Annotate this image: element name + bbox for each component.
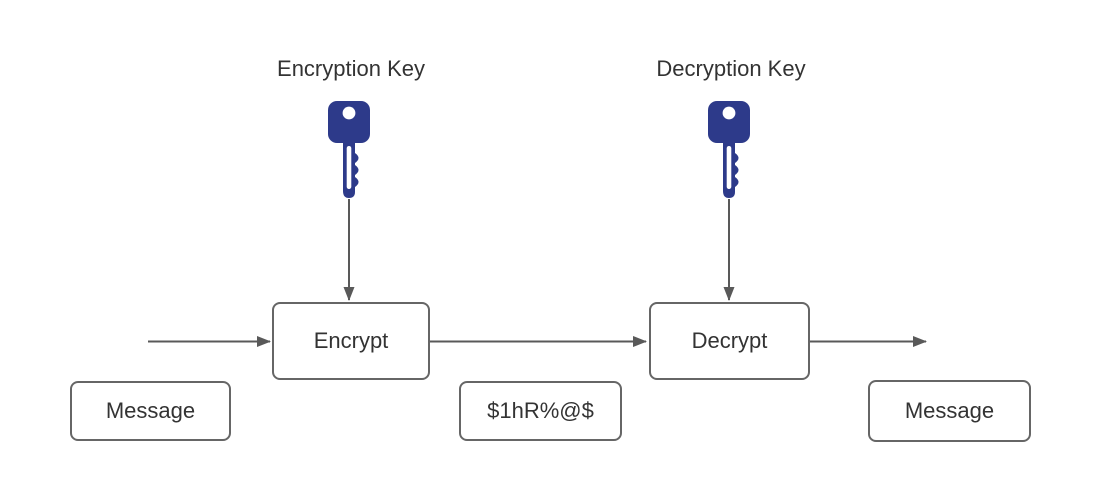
decrypt-process-label: Decrypt	[691, 328, 768, 353]
ciphertext-box: $1hR%@$	[459, 381, 622, 441]
encrypt-process-label: Encrypt	[313, 328, 389, 353]
encryption-key-label: Encryption Key	[277, 56, 425, 81]
ciphertext-label: $1hR%@$	[487, 398, 594, 423]
encrypt-process-box: Encrypt	[272, 302, 430, 380]
decryption-key-icon	[708, 101, 750, 198]
message-input-box: Message	[70, 381, 231, 441]
message-output-label: Message	[904, 398, 995, 423]
encryption-key-icon	[328, 101, 370, 198]
decrypt-process-box: Decrypt	[649, 302, 810, 380]
message-input-label: Message	[105, 398, 196, 423]
decryption-key-label: Decryption Key	[656, 56, 806, 81]
message-output-box: Message	[868, 380, 1031, 442]
